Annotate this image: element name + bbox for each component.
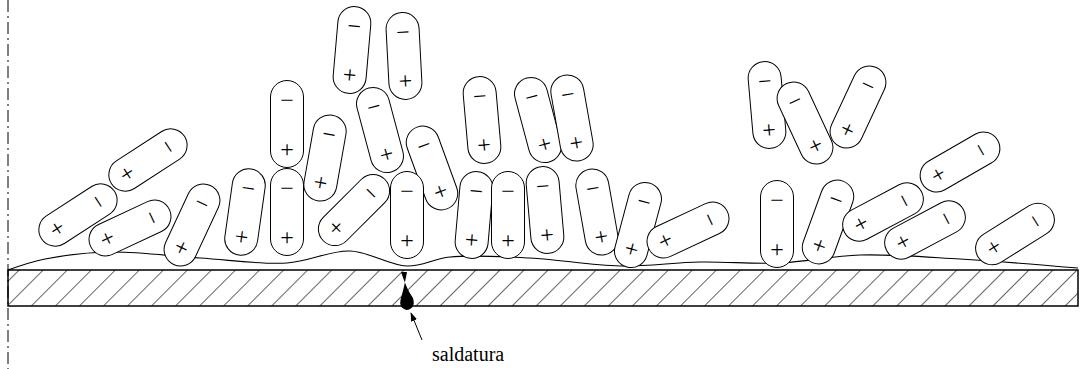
charge-sign: + bbox=[539, 222, 555, 247]
molecule-capsule: −+ bbox=[760, 180, 794, 268]
charge-sign: + bbox=[430, 178, 451, 205]
charge-sign: − bbox=[84, 190, 112, 214]
charge-sign: − bbox=[395, 20, 410, 45]
charge-sign: − bbox=[472, 84, 488, 109]
charge-sign: − bbox=[784, 88, 806, 115]
charge-sign: + bbox=[761, 117, 777, 142]
charge-sign: + bbox=[280, 225, 294, 249]
charge-sign: − bbox=[584, 175, 602, 201]
charge-sign: − bbox=[757, 69, 773, 94]
charge-sign: − bbox=[364, 93, 383, 120]
charge-sign: − bbox=[413, 132, 434, 159]
charge-sign: + bbox=[170, 234, 192, 261]
charge-sign: − bbox=[522, 83, 541, 110]
charge-sign: − bbox=[320, 121, 338, 147]
charge-sign: − bbox=[280, 176, 294, 200]
charge-sign: + bbox=[398, 69, 413, 94]
charge-sign: + bbox=[925, 163, 953, 187]
metal-plate bbox=[8, 270, 1078, 306]
molecule-capsule: −+ bbox=[102, 122, 194, 198]
charge-sign: − bbox=[154, 135, 182, 159]
charge-sign: + bbox=[770, 237, 784, 261]
charge-sign: + bbox=[377, 141, 396, 168]
charge-sign: + bbox=[323, 214, 350, 241]
charge-sign: + bbox=[889, 230, 917, 253]
charge-sign: + bbox=[400, 228, 414, 252]
charge-sign: − bbox=[400, 179, 414, 203]
charge-sign: − bbox=[346, 14, 362, 39]
charge-sign: − bbox=[890, 189, 918, 212]
charge-sign: + bbox=[94, 227, 121, 249]
charge-sign: − bbox=[696, 209, 723, 231]
molecule-capsule: −+ bbox=[824, 60, 892, 154]
molecule-capsule: −+ bbox=[301, 112, 350, 205]
charge-sign: − bbox=[857, 72, 879, 99]
charge-sign: − bbox=[501, 179, 515, 203]
charge-sign: − bbox=[826, 186, 847, 213]
charge-sign: + bbox=[593, 224, 611, 250]
molecule-capsule: −+ bbox=[491, 171, 525, 259]
charge-sign: − bbox=[240, 175, 257, 201]
charge-sign: − bbox=[535, 174, 551, 199]
molecule-capsule: −+ bbox=[461, 75, 503, 166]
charge-sign: + bbox=[464, 227, 480, 252]
leader-line bbox=[411, 313, 422, 340]
charge-sign: − bbox=[770, 188, 784, 212]
charge-sign: − bbox=[932, 207, 960, 230]
charge-sign: + bbox=[113, 161, 141, 185]
charge-sign: + bbox=[312, 170, 330, 196]
charge-sign: − bbox=[138, 207, 165, 229]
molecule-capsule: −+ bbox=[385, 11, 424, 101]
molecule-capsule: −+ bbox=[913, 125, 1006, 198]
charge-sign: − bbox=[635, 188, 654, 215]
charge-sign: − bbox=[358, 180, 385, 207]
charge-sign: + bbox=[847, 212, 875, 235]
charge-sign: − bbox=[1022, 209, 1050, 233]
charge-sign: + bbox=[535, 131, 554, 158]
charge-sign: + bbox=[980, 235, 1008, 259]
charge-sign: − bbox=[191, 190, 213, 217]
charge-sign: + bbox=[476, 132, 492, 157]
weld-bead bbox=[400, 272, 414, 310]
charge-sign: − bbox=[468, 179, 484, 204]
charge-sign: − bbox=[967, 138, 995, 162]
molecule-capsule: −+ bbox=[222, 166, 268, 258]
molecule-capsule: −+ bbox=[331, 5, 373, 96]
charge-sign: + bbox=[809, 232, 830, 259]
molecule-capsule: −+ bbox=[969, 196, 1062, 271]
charge-sign: + bbox=[43, 216, 71, 240]
charge-sign: + bbox=[501, 228, 515, 252]
molecule-capsule: −+ bbox=[270, 168, 304, 256]
charge-sign: + bbox=[804, 132, 826, 159]
molecule-capsule: −+ bbox=[390, 171, 424, 259]
charge-sign: + bbox=[836, 116, 858, 143]
molecule-capsule: −+ bbox=[524, 165, 566, 256]
charge-sign: − bbox=[559, 81, 577, 107]
axis-line bbox=[8, 0, 9, 369]
charge-sign: + bbox=[622, 236, 641, 263]
part-label: saldatura bbox=[432, 343, 504, 366]
molecule-capsule: −+ bbox=[270, 80, 304, 168]
charge-sign: + bbox=[652, 229, 679, 251]
charge-sign: + bbox=[280, 137, 294, 161]
charge-sign: − bbox=[280, 88, 294, 112]
charge-sign: + bbox=[568, 130, 586, 156]
charge-sign: + bbox=[342, 62, 358, 87]
charge-sign: + bbox=[233, 224, 250, 250]
molecule-capsule: −+ bbox=[453, 170, 495, 261]
